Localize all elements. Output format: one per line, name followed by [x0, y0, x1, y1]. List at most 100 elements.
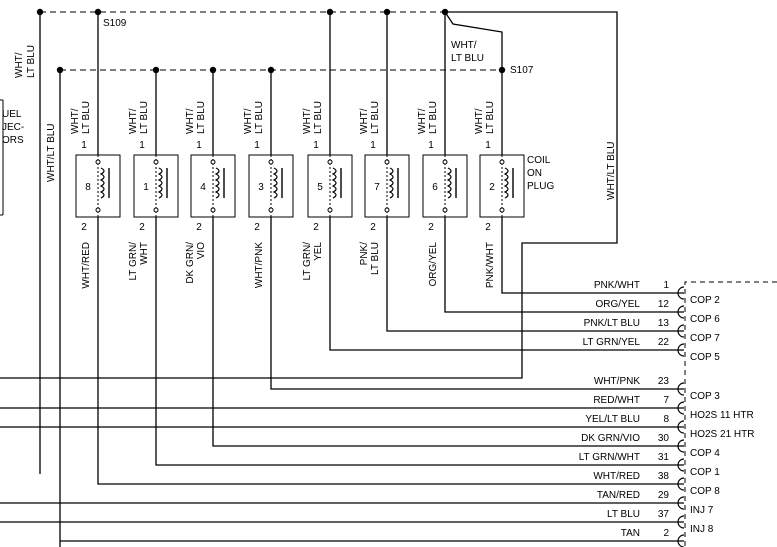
coil-top-wire-label: LT BLU — [485, 101, 496, 134]
coil-signal-wire — [386, 217, 684, 332]
coil-bottom-wire-label: YEL — [313, 242, 324, 261]
coil-bottom-wire-label: VIO — [196, 242, 207, 259]
coil-pin-bottom: 2 — [196, 222, 202, 233]
coil-pin-top: 1 — [313, 140, 319, 151]
pcm-pin-function: HO2S 11 HTR — [690, 410, 754, 421]
coil-top-wire-label: WHT/ — [243, 108, 254, 134]
coil-top-wire-label: LT BLU — [139, 101, 150, 134]
coil-number: 7 — [374, 182, 380, 193]
coil-winding-icon — [503, 167, 509, 199]
pcm-pin-function: HO2S 21 HTR — [690, 429, 754, 440]
coil-bottom-wire-label: PNK/WHT — [485, 242, 496, 288]
coil-top-wire-label: LT BLU — [81, 101, 92, 134]
coil-number: 8 — [85, 182, 91, 193]
coil-pin-top: 1 — [428, 140, 434, 151]
coil-number: 1 — [143, 182, 149, 193]
fuel-injector-label: JEC- — [2, 122, 24, 133]
pcm-pin-number: 12 — [658, 299, 670, 310]
coil-pin-top: 1 — [254, 140, 260, 151]
pcm-pin-number: 13 — [658, 318, 670, 329]
coil-on-plug-label: COIL — [527, 155, 551, 166]
pcm-pin-function: COP 2 — [690, 295, 720, 306]
fuel-injector-label: UEL — [2, 109, 22, 120]
pcm-terminal-icon — [677, 420, 685, 434]
s107-wire-label-line2: LT BLU — [451, 53, 484, 64]
coil-top-wire-label: LT BLU — [428, 101, 439, 134]
pcm-pin-number: 29 — [658, 490, 670, 501]
coil-bottom-wire-label: LT GRN/ — [128, 242, 139, 281]
pcm-pin-number: 31 — [658, 452, 670, 463]
pcm-wire-color-label: PNK/LT BLU — [584, 318, 640, 329]
coil-bottom-wire-label: WHT/PNK — [254, 242, 265, 288]
coil-top-wire-label: WHT/ — [417, 108, 428, 134]
coil-bottom-wire-label: ORG/YEL — [428, 242, 439, 287]
pcm-wire-color-label: WHT/PNK — [594, 376, 640, 387]
pcm-pin-number: 22 — [658, 337, 670, 348]
s107-wire-label-line1: WHT/ — [451, 40, 477, 51]
pcm-pin-function: INJ 8 — [690, 524, 714, 535]
pcm-pin-number: 30 — [658, 433, 670, 444]
pcm-wire-color-label: WHT/RED — [593, 471, 640, 482]
coil-top-wire-label: WHT/ — [359, 108, 370, 134]
pcm-terminal-icon — [677, 439, 685, 453]
left-wire-label-line2: LT BLU — [26, 45, 37, 78]
pcm-terminal-icon — [677, 382, 685, 396]
pcm-terminal-icon — [677, 324, 685, 338]
coil-pin-bottom: 2 — [139, 222, 145, 233]
coil-signal-wire — [501, 217, 684, 294]
coil-on-plug-label: PLUG — [527, 181, 554, 192]
pcm-terminal-icon — [677, 286, 685, 300]
coil-top-wire-label: WHT/ — [128, 108, 139, 134]
coil-pin-bottom: 2 — [485, 222, 491, 233]
pcm-pin-function: COP 6 — [690, 314, 720, 325]
coil-pin-top: 1 — [196, 140, 202, 151]
right-wire-label: WHT/LT BLU — [606, 141, 617, 200]
coil-connector-box — [75, 154, 121, 218]
pcm-pin-function: COP 8 — [690, 486, 720, 497]
pcm-terminal-icon — [677, 343, 685, 357]
coil-pin-bottom: 2 — [81, 222, 87, 233]
pcm-pin-function: COP 4 — [690, 448, 720, 459]
coil-pin-top: 1 — [81, 140, 87, 151]
coil-connector-box — [248, 154, 294, 218]
pcm-terminal-icon — [677, 496, 685, 510]
coil-signal-wire — [270, 217, 684, 390]
coil-top-wire-label: LT BLU — [313, 101, 324, 134]
splice-s109-label: S109 — [103, 18, 127, 29]
splice-dot — [36, 8, 44, 16]
pcm-terminal-icon — [677, 458, 685, 472]
pcm-terminal-icon — [677, 305, 685, 319]
coil-winding-icon — [272, 167, 278, 199]
pcm-pin-function: COP 5 — [690, 352, 720, 363]
pcm-pin-number: 38 — [658, 471, 670, 482]
pcm-wire-color-label: TAN/RED — [597, 490, 640, 501]
coil-number: 2 — [489, 182, 495, 193]
coil-pin-top: 1 — [370, 140, 376, 151]
pcm-pin-number: 1 — [663, 280, 669, 291]
fuel-injector-label: ORS — [2, 135, 24, 146]
splice-s107-label: S107 — [510, 65, 534, 76]
coil-pin-bottom: 2 — [254, 222, 260, 233]
pcm-wire-color-label: LT BLU — [607, 509, 640, 520]
coil-number: 5 — [317, 182, 323, 193]
coil-on-plug-label: ON — [527, 168, 542, 179]
coil-winding-icon — [99, 167, 105, 199]
coil-top-wire-label: WHT/ — [70, 108, 81, 134]
coil-pin-top: 1 — [139, 140, 145, 151]
coil-connector-box — [190, 154, 236, 218]
coil-top-wire-label: LT BLU — [370, 101, 381, 134]
pcm-wire-color-label: ORG/YEL — [596, 299, 641, 310]
coil-winding-icon — [388, 167, 394, 199]
